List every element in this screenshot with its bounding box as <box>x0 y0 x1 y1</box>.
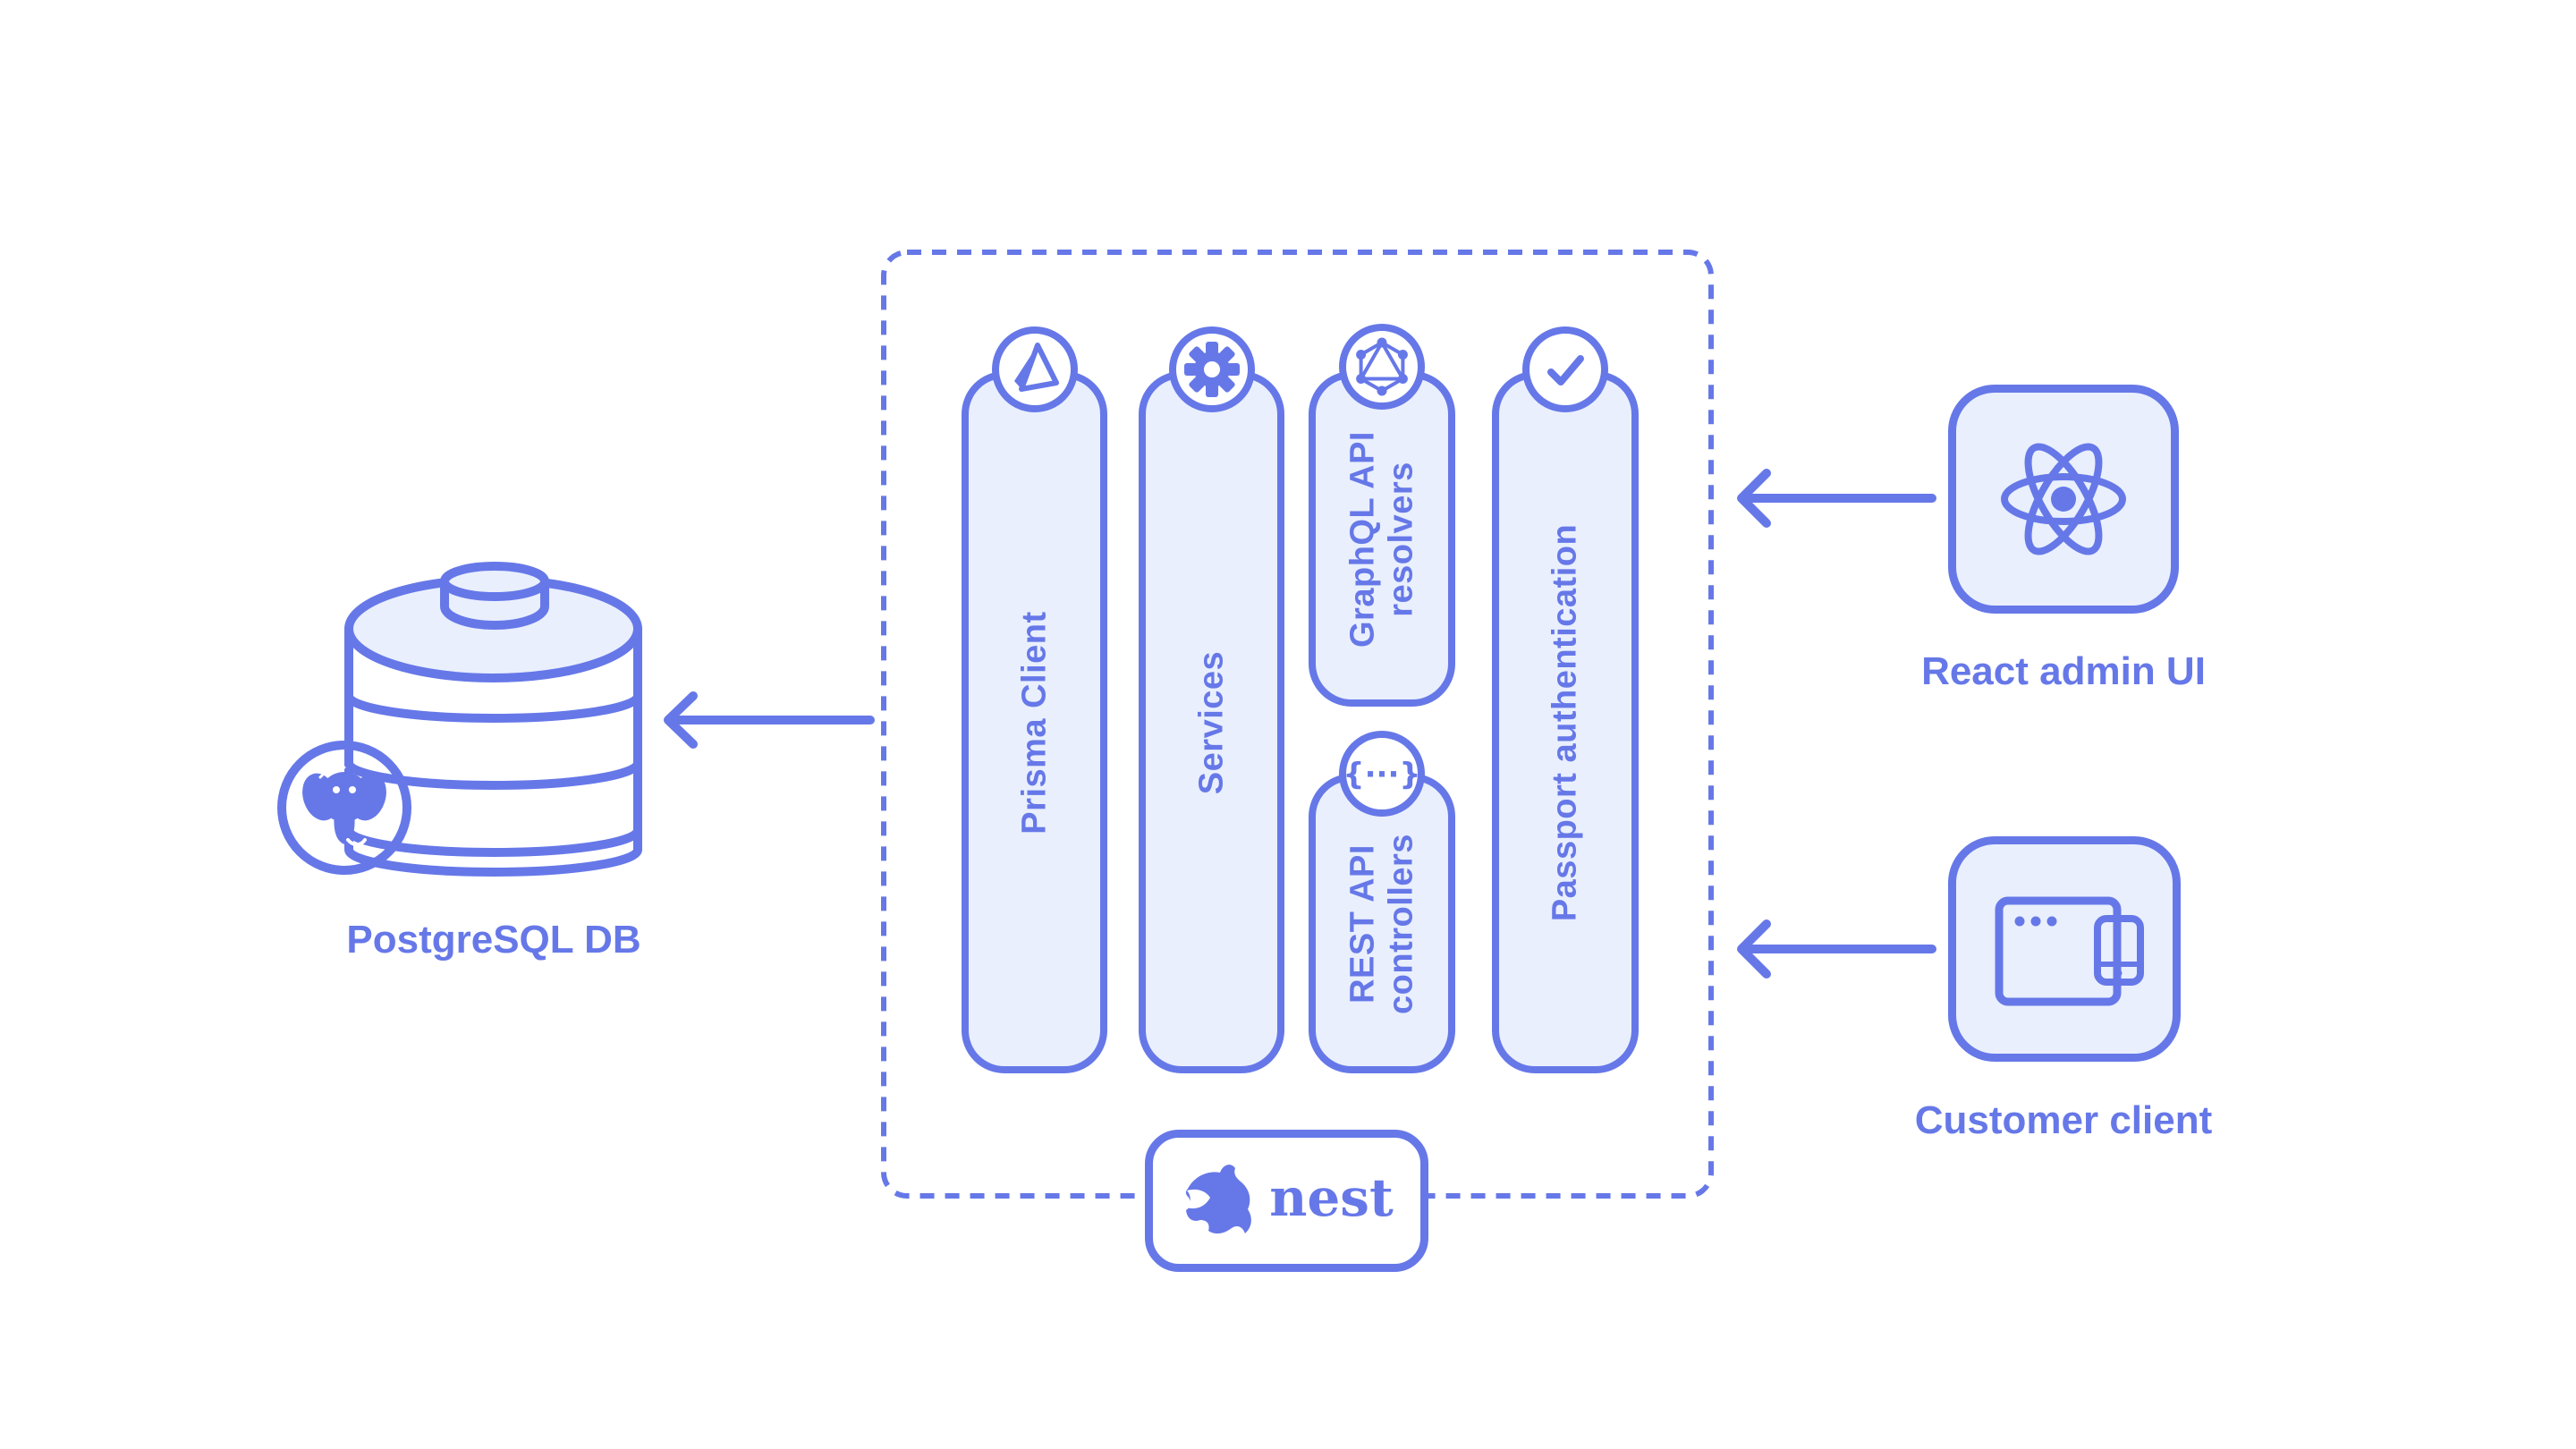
pill-rest-controllers-label: REST API controllers <box>1343 833 1419 1014</box>
browser-and-phone-icon <box>1995 896 2144 1006</box>
pill-passport-auth-label: Passport authentication <box>1546 523 1584 921</box>
pill-prisma-client: Prisma Client <box>962 371 1107 1073</box>
nest-framework-badge: nest <box>1145 1130 1428 1272</box>
prisma-icon <box>992 326 1078 412</box>
nestjs-cat-icon <box>1186 1164 1252 1233</box>
postgresql-db-label: PostgreSQL DB <box>346 918 641 962</box>
react-admin-ui-box <box>1948 385 2179 614</box>
react-icon <box>2001 443 2126 555</box>
arrow-customer-to-backend-head <box>1737 919 1771 979</box>
pill-services-label: Services <box>1192 650 1231 794</box>
postgresql-db-figure <box>277 562 642 877</box>
browser-window-icon <box>1995 896 2122 1006</box>
pill-graphql-resolvers: GraphQL API resolvers <box>1309 371 1455 707</box>
nest-wordmark: nest <box>1269 1166 1394 1228</box>
customer-client-box <box>1948 836 2181 1062</box>
code-braces-icon: {···} <box>1339 731 1425 817</box>
database-cylinder-icon <box>344 562 642 877</box>
gear-icon <box>1169 326 1255 412</box>
pill-services: Services <box>1139 371 1284 1073</box>
pill-rest-controllers: REST API controllers <box>1309 774 1455 1073</box>
customer-client-label: Customer client <box>1914 1098 2213 1142</box>
check-icon <box>1522 326 1608 412</box>
code-braces-glyph: {···} <box>1343 757 1420 792</box>
graphql-icon <box>1339 324 1425 410</box>
pill-graphql-resolvers-label: GraphQL API resolvers <box>1343 430 1419 648</box>
react-admin-ui-label: React admin UI <box>1921 649 2206 693</box>
arrow-admin-to-backend-head <box>1737 469 1771 528</box>
mobile-phone-icon <box>2094 915 2144 986</box>
postgresql-elephant-icon <box>277 741 411 875</box>
pill-prisma-client-label: Prisma Client <box>1015 610 1054 835</box>
pill-passport-auth: Passport authentication <box>1492 371 1639 1073</box>
